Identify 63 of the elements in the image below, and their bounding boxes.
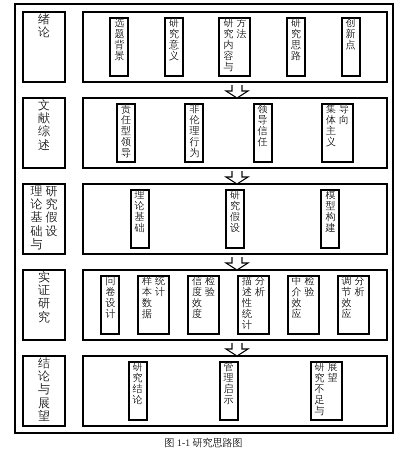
topic-box — [130, 189, 150, 249]
topic-label: 研究假设 — [230, 190, 240, 236]
topic-box — [286, 17, 306, 77]
block-arrow — [224, 170, 250, 185]
topic-label: 研究思路 — [291, 18, 302, 64]
topic-label: 研究内容与方法 — [223, 18, 246, 75]
topic-label: 选题背景 — [114, 18, 124, 64]
topic-label: 管理启示 — [224, 362, 234, 408]
topic-label: 研究不足与展望 — [314, 362, 338, 419]
stage-label: 结论与展望 — [38, 357, 50, 425]
topic-label: 创新点 — [346, 18, 356, 53]
stage-container — [82, 183, 388, 255]
topic-box — [218, 17, 252, 77]
topic-label: 集体主义导向 — [326, 104, 349, 150]
stage-box — [22, 269, 66, 341]
figure-caption: 图 1-1 研究思路图 — [163, 437, 244, 451]
outer-frame — [14, 3, 394, 434]
topic-label: 描述性统计分析 — [242, 276, 265, 333]
stage-box — [22, 183, 66, 255]
stage-box — [22, 355, 66, 427]
topic-box — [218, 361, 238, 421]
topic-box — [320, 103, 354, 163]
stage-box — [22, 97, 66, 169]
stage-label: 实证研究 — [38, 271, 50, 326]
topic-label: 信度效度检验 — [192, 276, 216, 322]
topic-box — [100, 275, 120, 335]
stage-label: 文献综述 — [38, 99, 50, 154]
topic-label: 样本数据统计 — [142, 276, 166, 322]
topic-label: 模型构建 — [325, 190, 336, 236]
block-arrow — [224, 342, 250, 357]
topic-label: 责任型领导 — [121, 104, 132, 161]
topic-box — [184, 103, 204, 163]
stage-container — [82, 269, 388, 341]
topic-box — [310, 361, 342, 421]
topic-box — [187, 275, 220, 335]
topic-box — [224, 189, 245, 249]
topic-box — [336, 275, 370, 335]
topic-box — [109, 17, 130, 77]
topic-box — [128, 361, 148, 421]
topic-label: 理论基础 — [134, 190, 145, 236]
stage-container — [82, 11, 388, 83]
topic-box — [252, 103, 273, 163]
block-arrow — [224, 256, 250, 271]
stage-box — [22, 11, 66, 83]
topic-label: 中介效应检验 — [292, 276, 315, 322]
stage-container — [82, 97, 388, 169]
topic-label: 非伦理行为 — [189, 104, 200, 161]
topic-label: 调节效应分析 — [342, 276, 365, 322]
stage-container — [82, 355, 388, 427]
topic-label: 领导信任 — [258, 104, 268, 150]
topic-box — [286, 275, 320, 335]
topic-box — [164, 17, 184, 77]
topic-label: 研究结论 — [132, 362, 142, 408]
stage-label: 理论基础与研究假设 — [30, 185, 58, 253]
topic-box — [320, 189, 340, 249]
topic-box — [236, 275, 270, 335]
topic-label: 研究意义 — [168, 18, 179, 64]
topic-box — [137, 275, 170, 335]
topic-label: 问卷设计 — [105, 276, 116, 322]
block-arrow — [224, 84, 250, 99]
topic-box — [340, 17, 361, 77]
topic-box — [116, 103, 136, 163]
stage-label: 绪论 — [38, 13, 50, 42]
